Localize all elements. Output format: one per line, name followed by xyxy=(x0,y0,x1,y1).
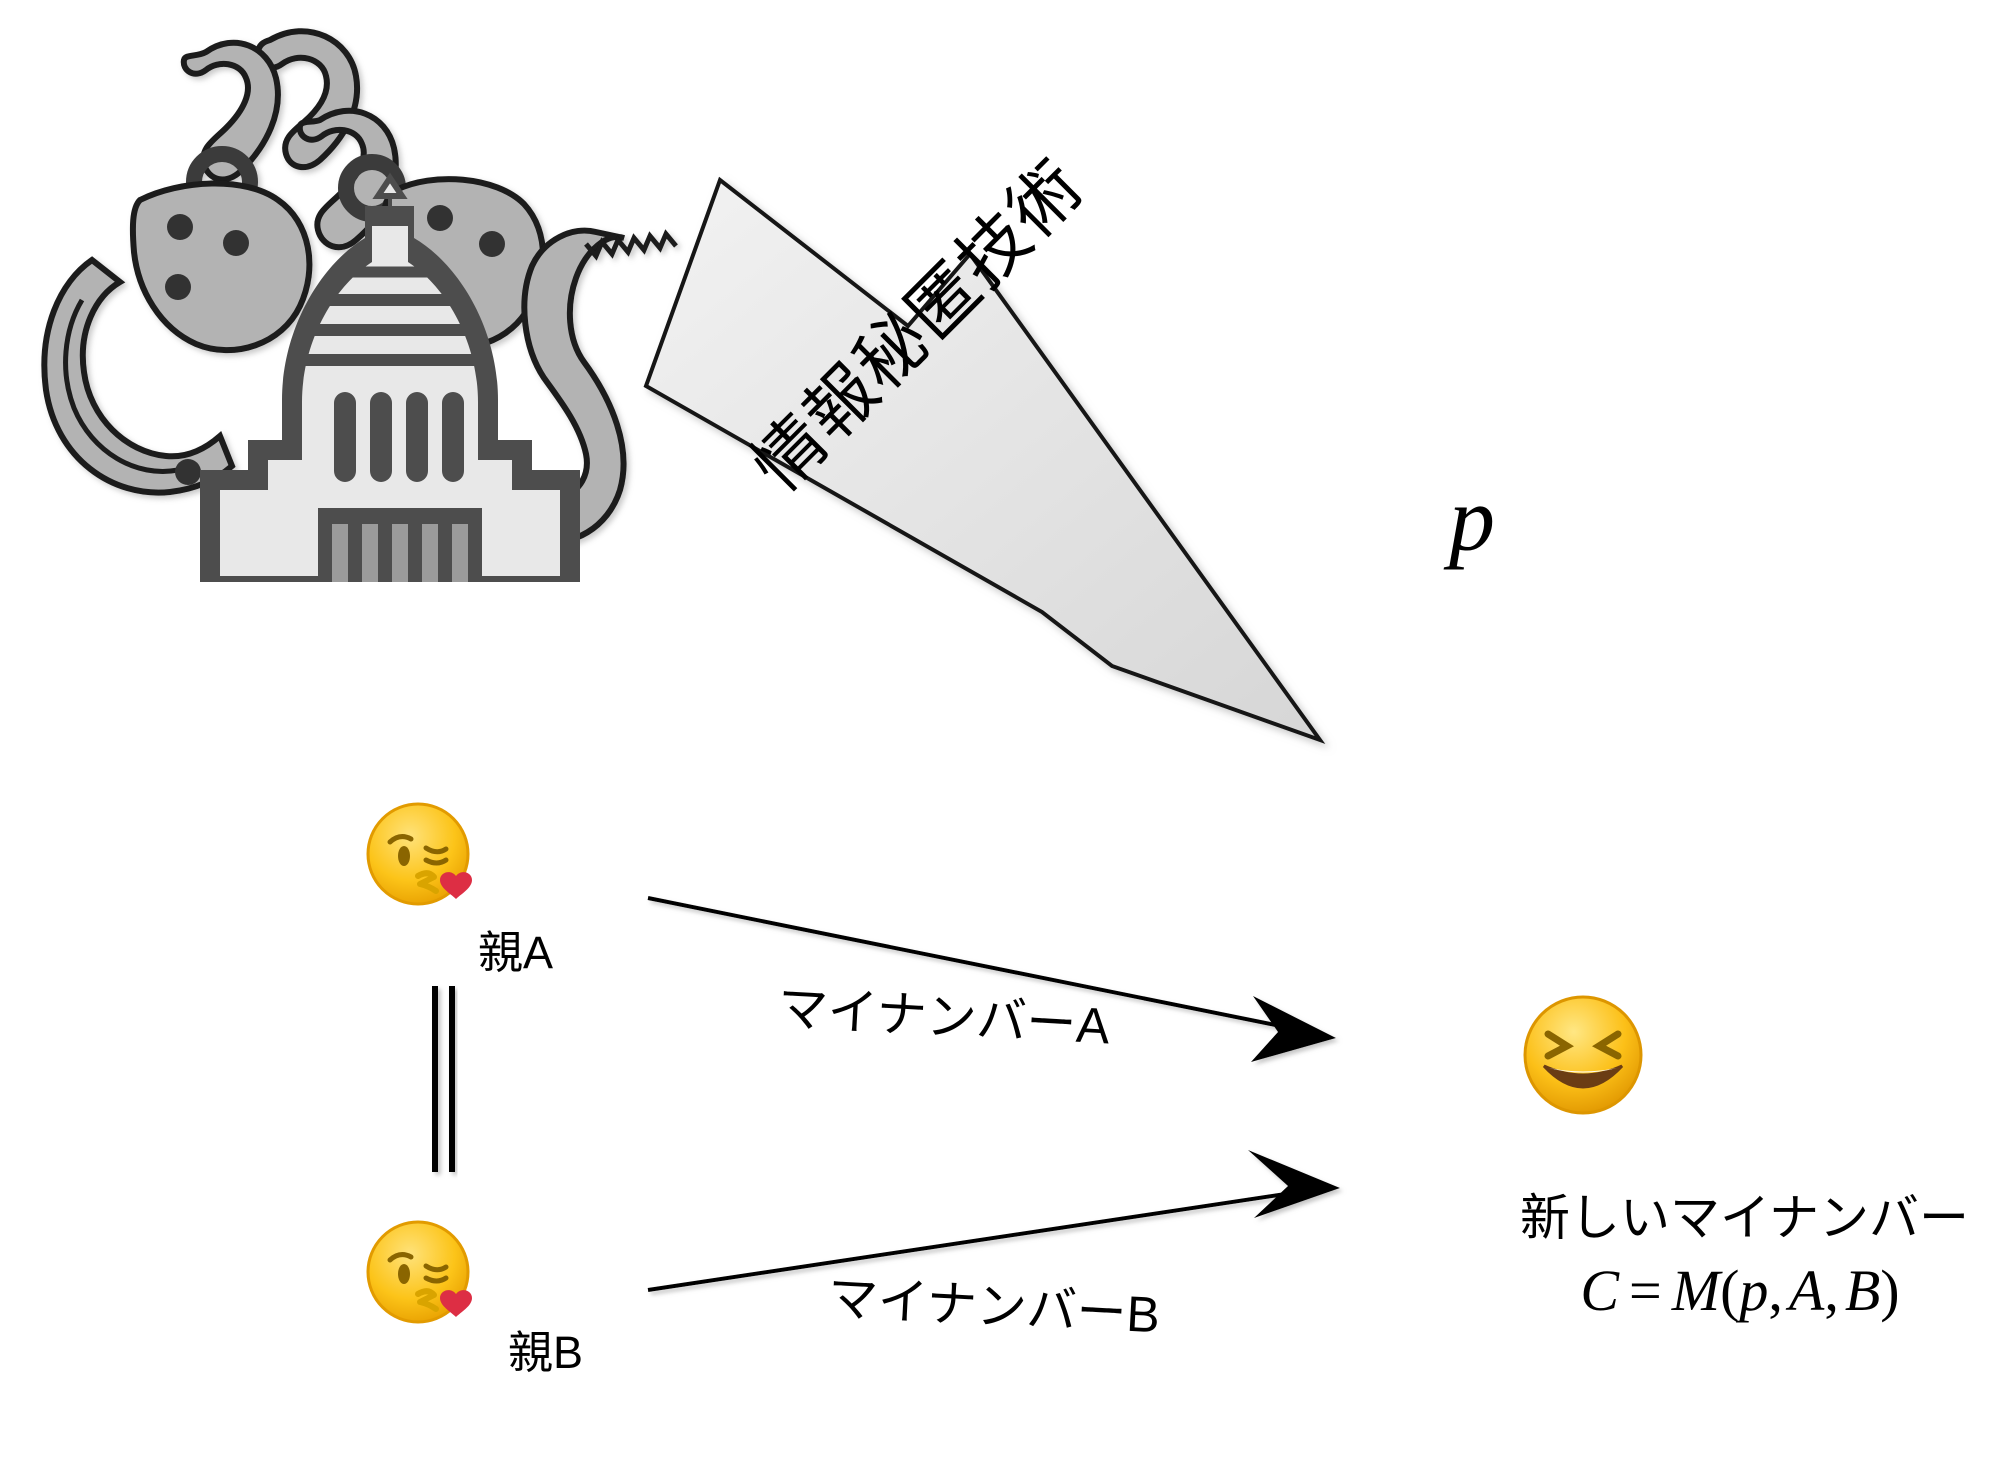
squinting-eyes xyxy=(1544,1030,1622,1060)
label-mynumber-b: マイナンバーB xyxy=(826,1269,1162,1344)
label-mynumber-a: マイナンバーA xyxy=(776,979,1112,1055)
formula-open-paren: ( xyxy=(1720,1257,1740,1323)
label-parent-b: 親B xyxy=(508,1327,584,1378)
label-parent-a: 親A xyxy=(478,927,554,978)
emoji-parent-b xyxy=(360,1210,484,1334)
formula-close-paren: ) xyxy=(1880,1257,1900,1323)
handcuff-left-body xyxy=(129,180,313,354)
handcuff-teeth xyxy=(584,229,678,261)
arrow-shape xyxy=(643,176,1326,745)
heart-icon xyxy=(440,1290,472,1317)
result-formula: C=M(p,A,B) xyxy=(1520,1258,1960,1325)
heart-icon xyxy=(440,872,472,899)
formula-arg1: p xyxy=(1739,1257,1769,1323)
open-smile xyxy=(1542,1064,1624,1089)
emoji-child-result xyxy=(1518,990,1648,1120)
lower-columns xyxy=(332,524,468,582)
secret-parameter-label: p xyxy=(1449,468,1495,570)
result-block: 新しいマイナンバー C=M(p,A,B) xyxy=(1520,1190,1969,1325)
formula-arg3: B xyxy=(1844,1257,1881,1323)
formula-comma-1: , xyxy=(1768,1257,1783,1323)
upper-columns xyxy=(334,392,464,482)
formula-fn: M xyxy=(1671,1257,1721,1323)
result-title: 新しいマイナンバー xyxy=(1520,1190,1969,1246)
national-diet-building xyxy=(200,172,580,582)
emoji-parent-a xyxy=(360,792,484,916)
formula-eq: = xyxy=(1629,1257,1662,1323)
formula-lhs: C xyxy=(1580,1257,1620,1323)
handcuffed-diet-building-illustration xyxy=(20,0,780,640)
large-gray-arrow xyxy=(640,150,1700,770)
formula-comma-2: , xyxy=(1824,1257,1839,1323)
marriage-double-line xyxy=(432,986,455,1172)
formula-arg2: A xyxy=(1788,1257,1825,1323)
